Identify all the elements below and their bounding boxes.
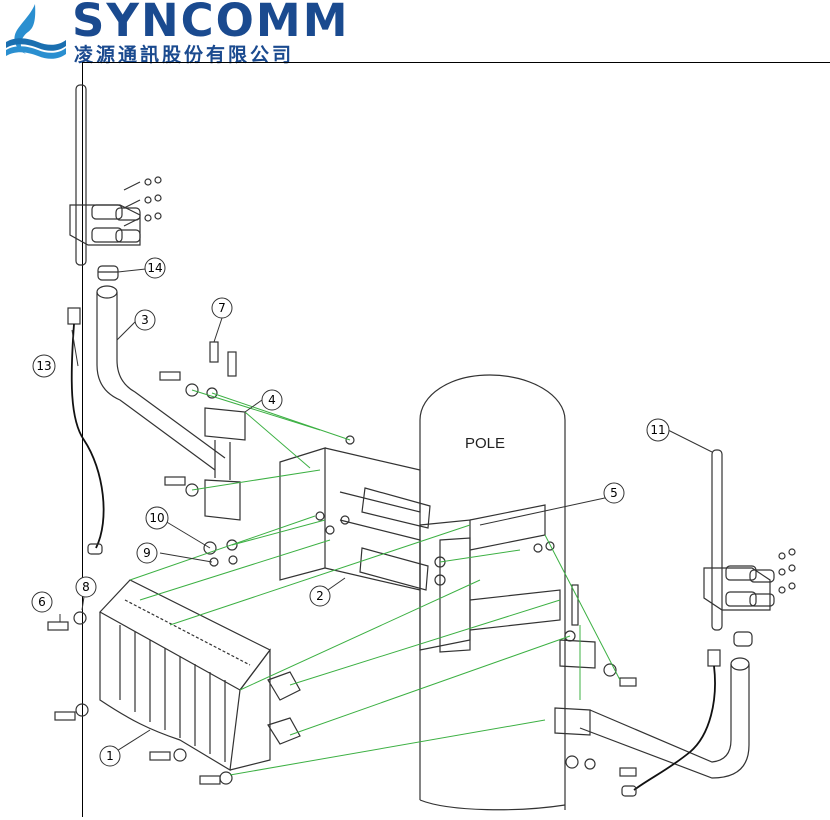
svg-text:4: 4	[268, 393, 276, 407]
svg-text:10: 10	[149, 511, 164, 525]
bent-tube-3	[97, 286, 225, 470]
bracket-5	[420, 505, 560, 652]
radio-unit-1	[100, 580, 300, 770]
callout-5: 5	[604, 483, 624, 503]
callout-7: 7	[212, 298, 232, 318]
clamp-4	[205, 408, 245, 520]
right-tube-and-cable	[580, 650, 749, 796]
callout-14: 14	[145, 258, 165, 278]
callout-9: 9	[137, 543, 157, 563]
svg-text:13: 13	[36, 359, 51, 373]
svg-text:5: 5	[610, 486, 618, 500]
callout-2: 2	[310, 586, 330, 606]
left-antenna	[70, 85, 161, 265]
svg-text:6: 6	[38, 595, 46, 609]
callout-8: 8	[76, 577, 96, 597]
connector-14	[98, 266, 118, 280]
svg-text:8: 8	[82, 580, 90, 594]
bracket-2	[280, 436, 430, 590]
pole-label: POLE	[465, 435, 505, 452]
svg-text:9: 9	[143, 546, 151, 560]
callout-6: 6	[32, 592, 52, 612]
right-clamp	[555, 585, 636, 776]
svg-text:2: 2	[316, 589, 324, 603]
callout-13: 13	[33, 355, 55, 377]
svg-text:3: 3	[141, 313, 149, 327]
svg-text:14: 14	[147, 261, 162, 275]
callout-3: 3	[135, 310, 155, 330]
callout-4: 4	[262, 390, 282, 410]
right-antenna	[704, 450, 795, 646]
callout-1: 1	[100, 746, 120, 766]
cable-13	[68, 308, 104, 554]
svg-text:11: 11	[650, 423, 665, 437]
hardware-6-8-9-10	[48, 540, 237, 784]
assembly-leader-lines	[130, 390, 620, 775]
svg-text:1: 1	[106, 749, 114, 763]
callout-10: 10	[146, 507, 168, 529]
svg-text:7: 7	[218, 301, 226, 315]
callout-11: 11	[647, 419, 669, 441]
